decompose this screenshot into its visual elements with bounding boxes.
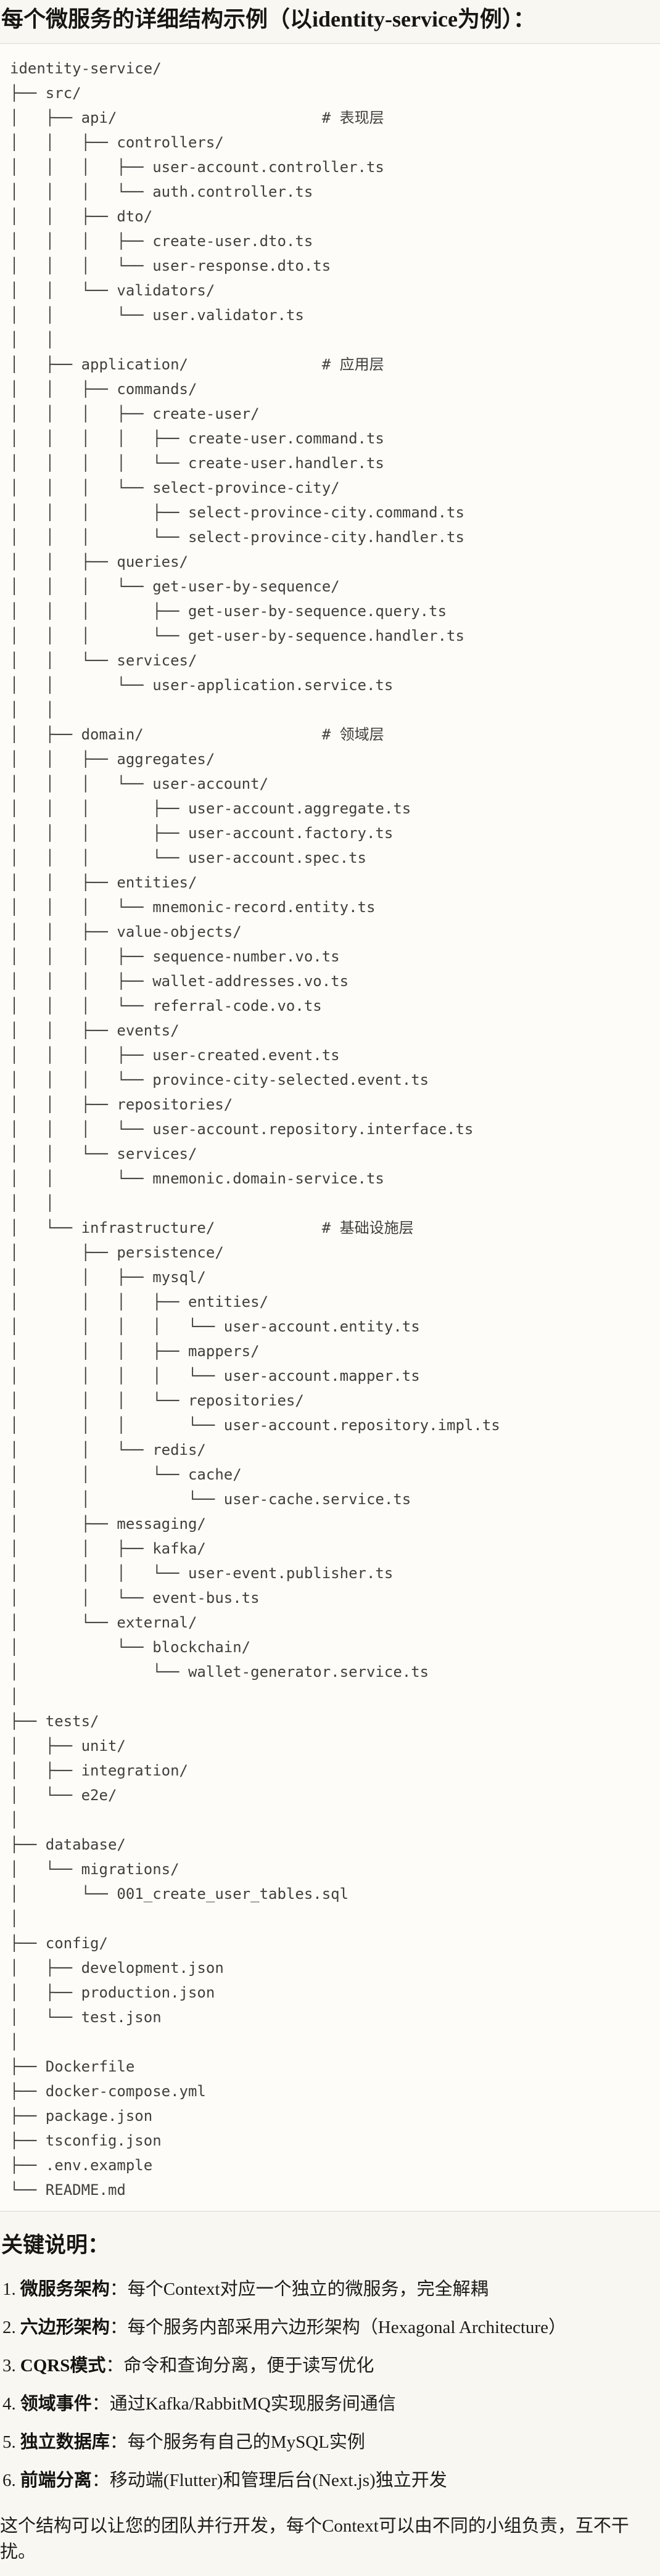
note-item-cqrs: 3.CQRS模式：命令和查询分离，便于读写优化 [2, 2353, 655, 2379]
note-item-microservice: 1.微服务架构：每个Context对应一个独立的微服务，完全解耦 [2, 2276, 655, 2302]
note-number: 1. [2, 2279, 16, 2299]
note-term: 六边形架构 [20, 2318, 110, 2338]
note-term: 领域事件 [20, 2394, 92, 2414]
note-term: CQRS模式 [20, 2356, 106, 2376]
note-separator: ： [109, 2279, 128, 2299]
note-separator: ： [109, 2432, 128, 2453]
note-item-domain-events: 4.领域事件：通过Kafka/RabbitMQ实现服务间通信 [2, 2391, 655, 2417]
page-title: 每个微服务的详细结构示例（以identity-service为例）： [1, 7, 535, 31]
note-desc: 每个服务内部采用六边形架构（Hexagonal Architecture） [127, 2318, 566, 2338]
note-desc: 每个服务有自己的MySQL实例 [127, 2432, 365, 2453]
note-desc: 每个Context对应一个独立的微服务，完全解耦 [127, 2279, 489, 2299]
note-number: 5. [2, 2432, 16, 2453]
note-number: 2. [2, 2318, 16, 2338]
closing-paragraph: 这个结构可以让您的团队并行开发，每个Context可以由不同的小组负责，互不干扰… [0, 2516, 629, 2562]
note-number: 6. [2, 2471, 16, 2491]
note-separator: ： [109, 2318, 128, 2338]
note-desc: 移动端(Flutter)和管理后台(Next.js)独立开发 [109, 2471, 447, 2491]
note-separator: ： [91, 2471, 110, 2491]
note-item-hexagonal: 2.六边形架构：每个服务内部采用六边形架构（Hexagonal Architec… [2, 2315, 655, 2340]
note-term: 前端分离 [20, 2471, 92, 2491]
note-number: 3. [2, 2356, 16, 2376]
note-separator: ： [105, 2356, 124, 2376]
note-separator: ： [91, 2394, 110, 2414]
note-desc: 命令和查询分离，便于读写优化 [123, 2356, 374, 2376]
notes-list: 1.微服务架构：每个Context对应一个独立的微服务，完全解耦 2.六边形架构… [0, 2276, 660, 2493]
directory-tree-code-block: identity-service/ ├── src/ │ ├── api/ # … [0, 43, 660, 2212]
note-item-frontend: 6.前端分离：移动端(Flutter)和管理后台(Next.js)独立开发 [2, 2467, 655, 2493]
note-term: 独立数据库 [20, 2432, 110, 2453]
note-desc: 通过Kafka/RabbitMQ实现服务间通信 [109, 2394, 396, 2414]
notes-heading: 关键说明： [1, 2233, 110, 2257]
note-item-database: 5.独立数据库：每个服务有自己的MySQL实例 [2, 2429, 655, 2455]
note-term: 微服务架构 [20, 2279, 110, 2299]
note-number: 4. [2, 2394, 16, 2414]
